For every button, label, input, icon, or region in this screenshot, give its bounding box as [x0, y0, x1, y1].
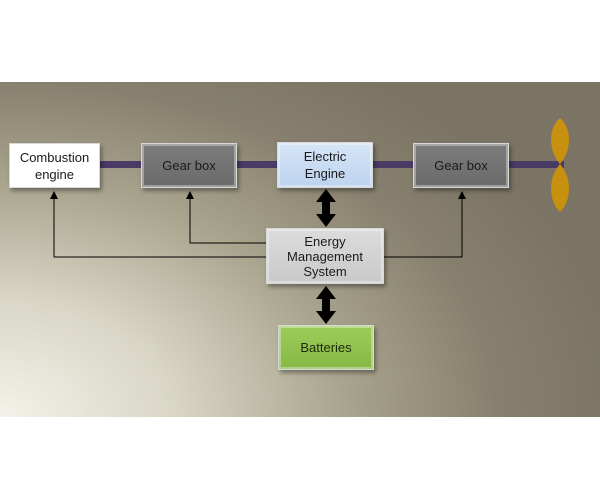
control-line-ems-combustion — [50, 191, 266, 258]
control-line-ems-gearbox-2 — [384, 191, 466, 258]
shaft-gearbox-propeller — [509, 161, 564, 168]
combustion-engine-box: Combustion engine — [9, 143, 100, 188]
electric-engine-label: Electric Engine — [303, 149, 347, 181]
batteries-box: Batteries — [278, 325, 374, 370]
energy-management-system-label: Energy Management System — [287, 233, 363, 279]
gear-box-2-label: Gear box — [434, 158, 488, 173]
double-arrow-ems-batteries — [316, 286, 336, 324]
control-line-ems-gearbox-1 — [186, 191, 266, 244]
double-arrow-electric-ems — [316, 189, 336, 227]
electric-engine-box: Electric Engine — [277, 142, 373, 188]
combustion-engine-label: Combustion engine — [19, 149, 90, 182]
shaft-gearbox-electric — [237, 161, 277, 168]
shaft-combustion-gearbox — [100, 161, 141, 168]
shaft-electric-gearbox — [373, 161, 413, 168]
propeller-icon — [551, 118, 569, 212]
gear-box-1-label: Gear box — [162, 158, 216, 173]
batteries-label: Batteries — [300, 340, 352, 355]
gear-box-1-box: Gear box — [141, 143, 237, 188]
energy-management-system-box: Energy Management System — [266, 228, 384, 284]
gear-box-2-box: Gear box — [413, 143, 509, 188]
